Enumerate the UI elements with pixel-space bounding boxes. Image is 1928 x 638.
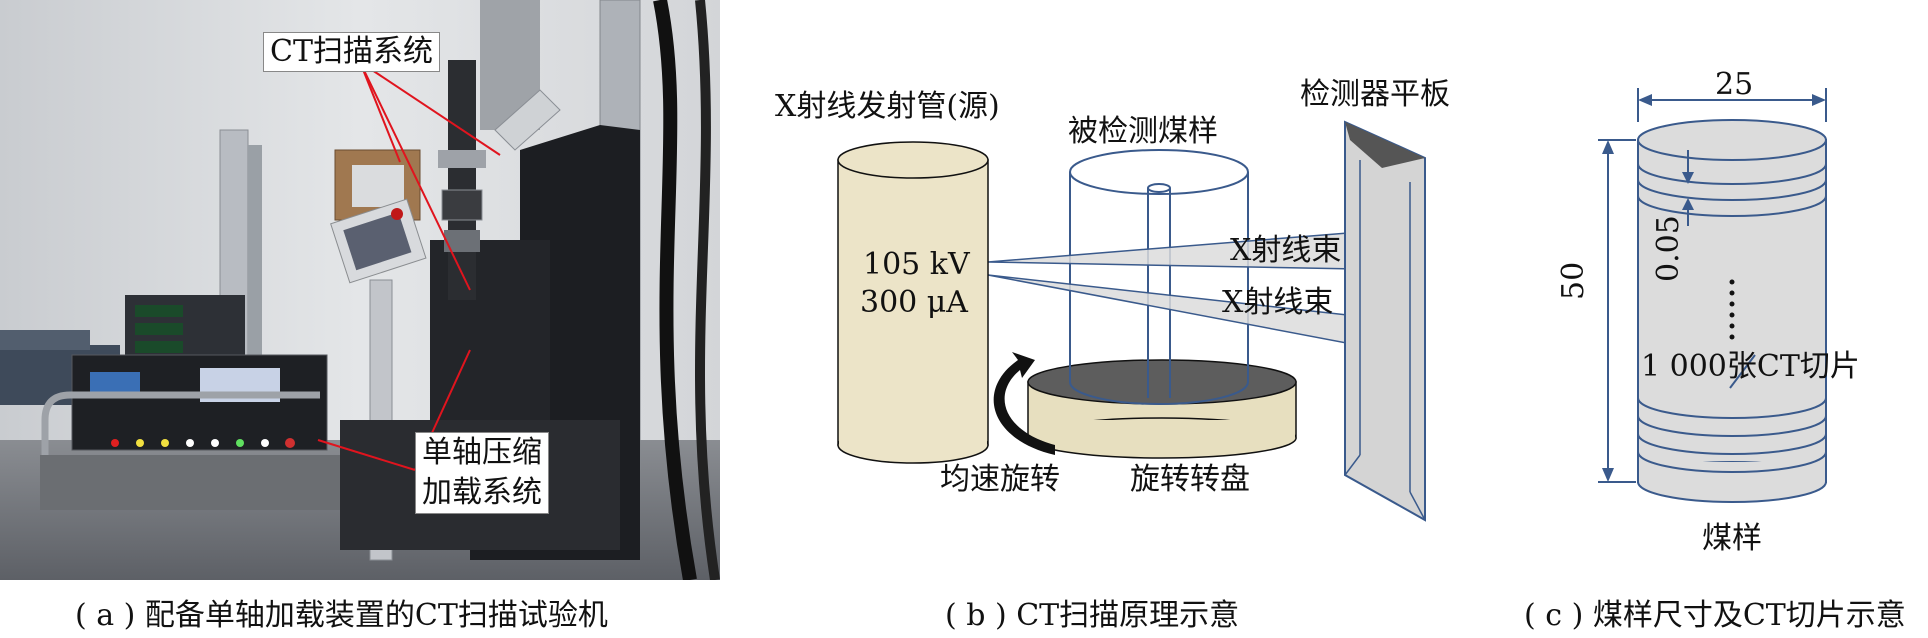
caption-a: ( a ) 配备单轴加载装置的CT扫描试验机: [75, 598, 608, 633]
beam-label-lower: X射线束: [1222, 285, 1334, 320]
ct-column: [448, 60, 476, 300]
panel-c-dimensions: 25 50 0.05 1 000张CT切片 煤样 ( c ) 煤样尺寸及CT切片…: [1480, 0, 1928, 638]
callout-line-load-1: [317, 439, 416, 471]
slice-lines-top: [1637, 163, 1827, 217]
loading-control-console: [71, 354, 328, 451]
cart: [40, 455, 340, 510]
sample-label: 被检测煤样: [1068, 114, 1218, 149]
slice-lines-bottom: [1637, 397, 1827, 473]
cart-rail: [41, 391, 320, 480]
panel-a-photo: CT扫描系统 单轴压缩 加载系统 ( a ) 配备单轴加载装置的CT扫描试验机: [0, 0, 720, 638]
callout-line-ct-2: [359, 61, 401, 163]
height-dim-label: 50: [1556, 261, 1591, 300]
xray-source-tube: [837, 141, 989, 464]
beam-label-upper: X射线束: [1230, 233, 1342, 268]
rotation-label: 均速旋转: [940, 462, 1060, 497]
current-label: 300 μA: [860, 285, 968, 320]
voltage-label: 105 kV: [863, 247, 970, 282]
ct-principle-diagram: [837, 120, 1426, 522]
detector-plate: [1344, 120, 1426, 522]
width-dim-label: 25: [1715, 67, 1754, 102]
slice-ellipsis-dots: [1729, 279, 1735, 340]
caption-b: ( b ) CT扫描原理示意: [945, 598, 1240, 633]
sample-dimension-diagram: [1598, 88, 1827, 503]
height-dimension: [1598, 139, 1636, 483]
callout-line-ct-3: [359, 61, 471, 291]
turntable: [1027, 359, 1297, 459]
lab-photo: [0, 0, 720, 580]
console-leds: [111, 438, 295, 448]
callout-loading-system: 单轴压缩 加载系统: [415, 432, 549, 514]
cable-bundle: [653, 0, 697, 580]
callout-loading-line1: 单轴压缩: [422, 435, 542, 470]
emergency-stop: [391, 208, 403, 220]
sample-name-label: 煤样: [1702, 521, 1762, 556]
source-label: X射线发射管(源): [775, 89, 1000, 124]
slice-thickness-dimension: [1682, 150, 1694, 226]
callout-ct-system: CT扫描系统: [263, 32, 440, 72]
coal-sample-cylinder: [1637, 119, 1827, 503]
callout-line-ct-1: [359, 61, 501, 156]
panel-b-principle: X射线发射管(源) 被检测煤样 检测器平板 105 kV 300 μA X射线束…: [720, 0, 1480, 638]
slice-dim-label: 0.05: [1651, 215, 1686, 282]
turntable-label: 旋转转盘: [1130, 462, 1250, 497]
callout-loading-line2: 加载系统: [422, 475, 542, 510]
rotation-arrow: [993, 352, 1055, 455]
detector-label: 检测器平板: [1300, 77, 1450, 112]
slices-leader-line: [1729, 354, 1756, 389]
slices-count-label: 1 000张CT切片: [1641, 349, 1860, 384]
caption-c: ( c ) 煤样尺寸及CT切片示意: [1524, 598, 1906, 633]
width-dimension: [1637, 88, 1827, 122]
